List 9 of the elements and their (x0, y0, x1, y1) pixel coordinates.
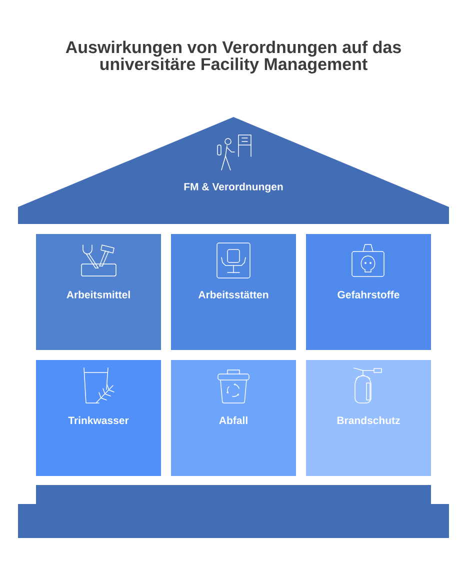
category-tile: Arbeitsmittel (36, 234, 161, 350)
title: Auswirkungen von Verordnungen auf das universitäre Facility Management (66, 40, 401, 74)
category-tile: Abfall (171, 360, 296, 476)
roof-panel: FM & Verordnungen (18, 117, 449, 224)
category-tile: Trinkwasser (36, 360, 161, 476)
category-tile: Arbeitsstätten (171, 234, 296, 350)
category-tile: Brandschutz (306, 360, 431, 476)
category-tile: Gefahrstoffe (306, 234, 431, 350)
foundation-block (18, 485, 449, 538)
